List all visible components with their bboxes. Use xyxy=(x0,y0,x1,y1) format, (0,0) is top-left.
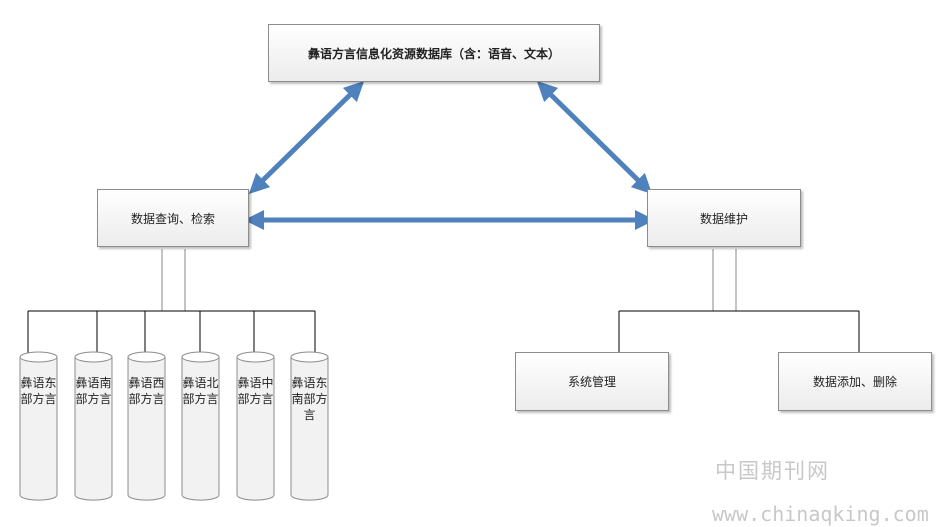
dialect-cylinder: 彝语东部方言 xyxy=(19,351,58,501)
dialect-label: 彝语中部方言 xyxy=(237,376,274,406)
dialect-label: 彝语东南部方言 xyxy=(291,376,328,422)
dialect-label: 彝语西部方言 xyxy=(128,376,165,406)
dialect-label: 彝语北部方言 xyxy=(182,376,219,406)
watermark-url: www.chinaqking.com xyxy=(712,502,929,526)
add-delete-node: 数据添加、删除 xyxy=(778,352,932,411)
query-node: 数据查询、检索 xyxy=(97,189,249,247)
maintenance-node: 数据维护 xyxy=(647,189,801,247)
dialect-cylinder: 彝语北部方言 xyxy=(181,351,220,501)
dialect-cylinder: 彝语中部方言 xyxy=(236,351,275,501)
watermark-name: 中国期刊网 xyxy=(715,459,830,483)
dialect-cylinder: 彝语南部方言 xyxy=(74,351,113,501)
dialect-cylinder: 彝语西部方言 xyxy=(127,351,166,501)
system-management-node: 系统管理 xyxy=(515,352,669,411)
database-node: 彝语方言信息化资源数据库（含：语音、文本） xyxy=(268,24,600,82)
arrow-database-query xyxy=(248,80,365,195)
dialect-cylinder: 彝语东南部方言 xyxy=(290,351,329,501)
dialect-label: 彝语东部方言 xyxy=(20,376,57,406)
arrow-database-maintenance xyxy=(536,80,653,195)
dialect-label: 彝语南部方言 xyxy=(75,376,112,406)
